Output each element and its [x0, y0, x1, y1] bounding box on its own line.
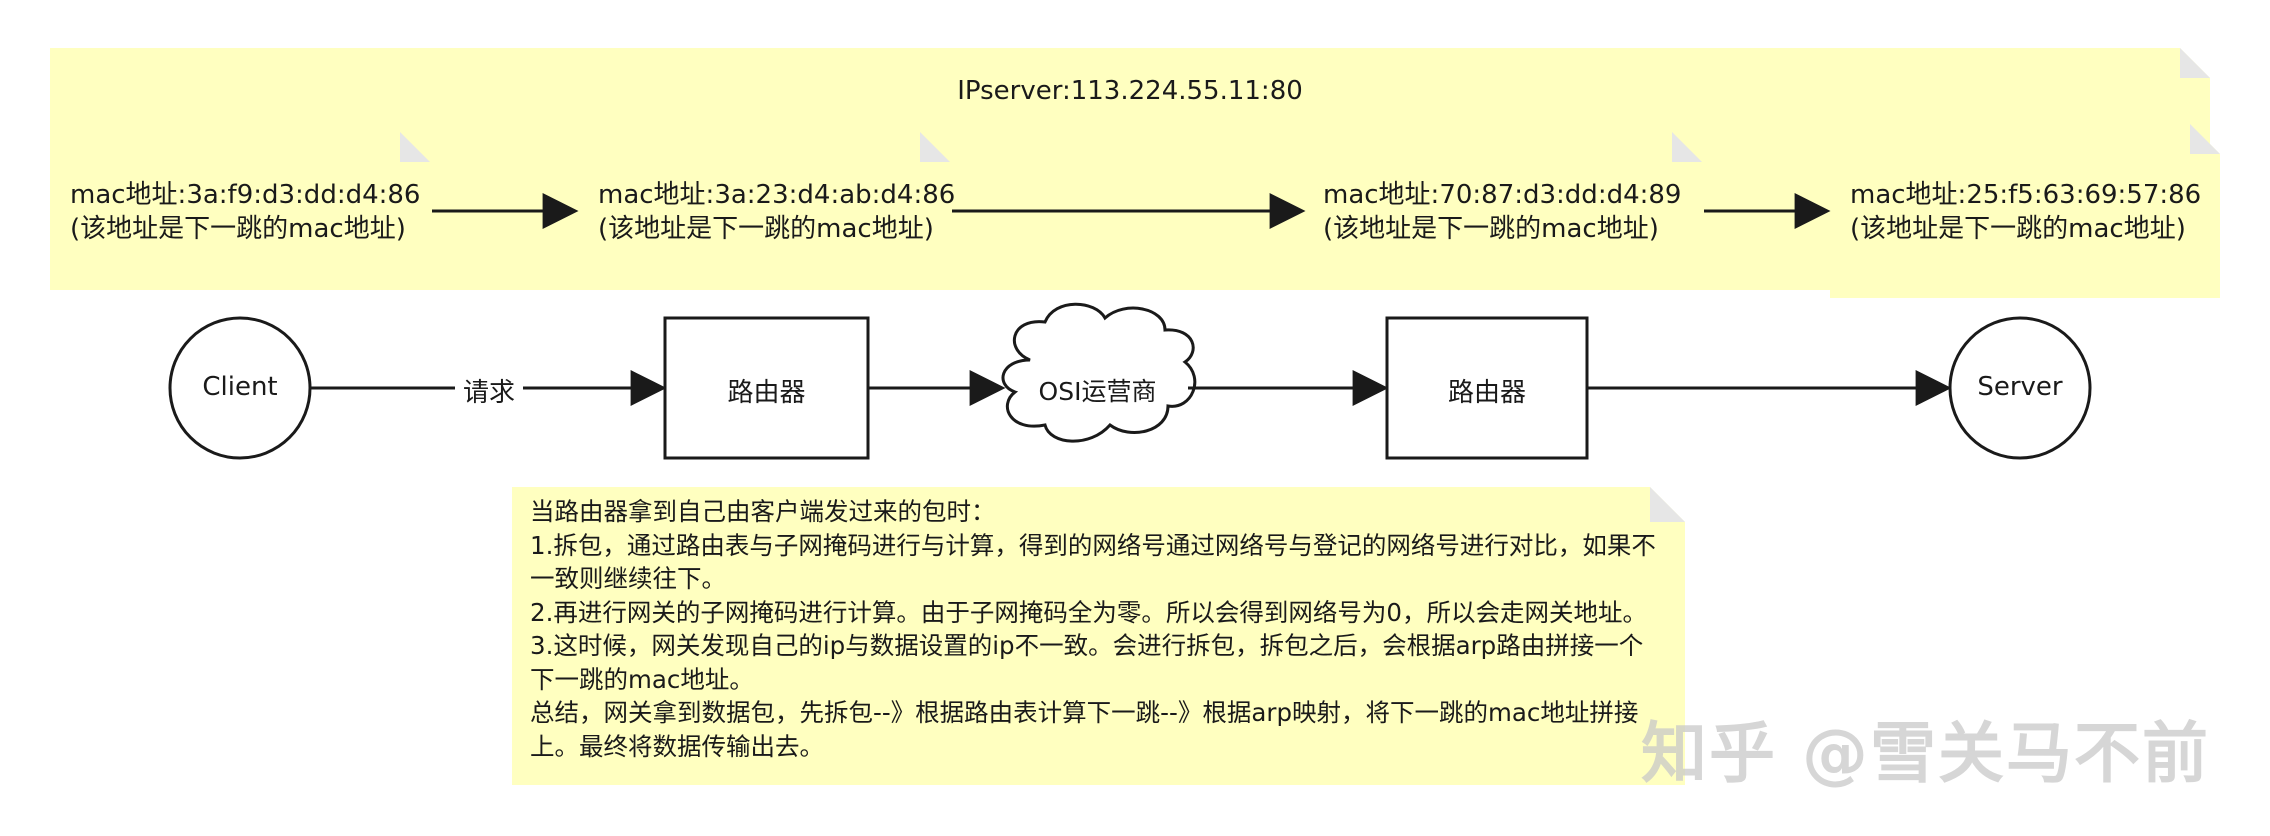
mac-note-4 [1830, 124, 2220, 298]
cloud-label: OSI运营商 [1038, 377, 1157, 406]
mac-address-4: mac地址:25:f5:63:69:57:86 [1850, 180, 2202, 210]
explanation-step-1: 1.拆包，通过路由表与子网掩码进行与计算，得到的网络号通过网络号与登记的网络号进… [530, 530, 1656, 594]
mac-note-1 [50, 132, 430, 290]
watermark: 知乎 @雪关马不前 [1641, 715, 2210, 792]
mac-note-2 [578, 132, 950, 290]
explanation-step-3: 3.这时候，网关发现自己的ip与数据设置的ip不一致。会进行拆包，拆包之后，会根… [530, 631, 1644, 694]
request-label-bg [455, 372, 523, 404]
explanation-summary: 总结，网关拿到数据包，先拆包--》根据路由表计算下一跳--》根据arp映射，将下… [530, 698, 1639, 761]
router-node-2 [1385, 316, 1589, 460]
router-node-1 [663, 316, 870, 460]
mac-note-2-text: mac地址:3a:23:d4:ab:d4:86 (该地址是下一跳的mac地址) [598, 178, 955, 246]
mac-hint-1: (该地址是下一跳的mac地址) [70, 214, 406, 244]
mac-address-3: mac地址:70:87:d3:dd:d4:89 [1323, 180, 1682, 210]
mac-note-3-text: mac地址:70:87:d3:dd:d4:89 (该地址是下一跳的mac地址) [1323, 178, 1681, 246]
explanation-intro: 当路由器拿到自己由客户端发过来的包时： [530, 497, 996, 526]
mac-hint-3: (该地址是下一跳的mac地址) [1323, 214, 1659, 244]
explanation-step-2: 2.再进行网关的子网掩码进行计算。由于子网掩码全为零。所以会得到网络号为0，所以… [530, 597, 1647, 627]
mac-note-3 [1305, 132, 1702, 290]
mac-address-2: mac地址:3a:23:d4:ab:d4:86 [598, 180, 956, 210]
explanation-text: 当路由器拿到自己由客户端发过来的包时： 1.拆包，通过路由表与子网掩码进行与计算… [530, 495, 1660, 763]
server-node [1948, 316, 2092, 460]
router-1-label: 路由器 [727, 378, 806, 408]
mac-note-1-text: mac地址:3a:f9:d3:dd:d4:86 (该地址是下一跳的mac地址) [70, 178, 420, 246]
mac-hint-2: (该地址是下一跳的mac地址) [598, 214, 934, 244]
server-label: Server [1977, 372, 2063, 402]
explanation-note [512, 487, 1685, 785]
mac-hint-4: (该地址是下一跳的mac地址) [1850, 214, 2186, 244]
mac-note-4-text: mac地址:25:f5:63:69:57:86 (该地址是下一跳的mac地址) [1850, 178, 2201, 246]
cloud-node [1001, 302, 1197, 443]
client-label: Client [202, 372, 278, 402]
ip-server-label: IPserver:113.224.55.11:80 [957, 76, 1303, 106]
mac-address-1: mac地址:3a:f9:d3:dd:d4:86 [70, 180, 421, 210]
request-label: 请求 [462, 378, 515, 408]
router-2-label: 路由器 [1447, 378, 1526, 408]
